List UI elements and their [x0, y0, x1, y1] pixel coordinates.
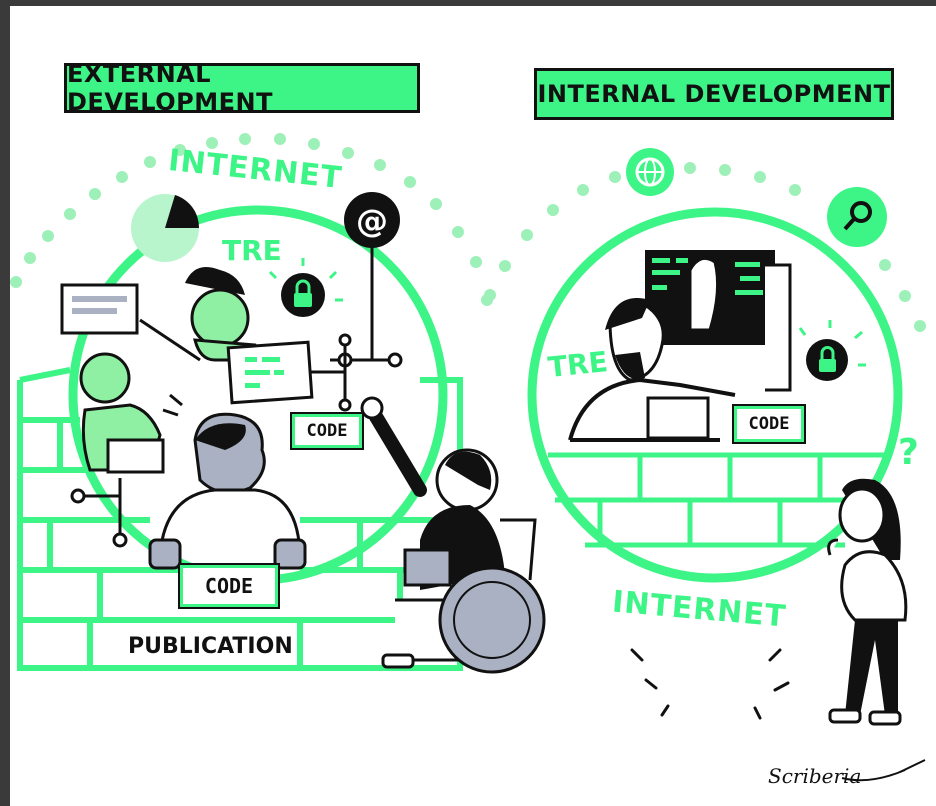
signature: Scriberia: [768, 764, 862, 788]
right-title-box: INTERNAL DEVELOPMENT: [534, 68, 894, 120]
right-tre-circle: [527, 207, 903, 583]
right-title: INTERNAL DEVELOPMENT: [537, 80, 891, 108]
person-central: [148, 393, 307, 570]
left-internet-dots: [10, 133, 496, 301]
publication-label: PUBLICATION: [128, 634, 293, 659]
disconnect-dashes: [630, 648, 790, 720]
person-thinking: [827, 478, 908, 726]
person-wheelchair: [360, 396, 546, 674]
left-code-outer: CODE: [204, 574, 254, 598]
signature-flourish: [841, 759, 926, 782]
lock-icon: [798, 320, 866, 381]
left-tre-label: TRE: [222, 234, 282, 267]
right-code-box: CODE: [732, 404, 806, 444]
right-code: CODE: [748, 414, 790, 434]
right-brick-wall: [548, 452, 885, 548]
lock-icon: [268, 258, 343, 317]
person-green-left: [79, 352, 165, 474]
left-title: EXTERNAL DEVELOPMENT: [67, 60, 273, 116]
left-code-inner: CODE: [306, 421, 348, 441]
person-bearded: [568, 298, 736, 442]
at-sign-icon: @: [330, 192, 403, 368]
pie-chart-icon: [131, 194, 200, 262]
globe-icon: [626, 148, 674, 196]
question-mark: ?: [898, 432, 919, 473]
left-code-inner-box: CODE: [290, 412, 364, 450]
right-internet-dots: [481, 162, 926, 332]
svg-text:@: @: [356, 202, 388, 240]
left-title-box: EXTERNAL DEVELOPMENT: [64, 60, 420, 116]
right-tre-label: TRE: [546, 344, 610, 385]
screen-card: [60, 283, 201, 362]
network-connector: [70, 478, 128, 548]
monitor-icon: [645, 250, 792, 392]
left-code-outer-box: CODE: [178, 563, 280, 609]
person-bun-laptop: [185, 266, 352, 412]
search-icon: [827, 187, 887, 247]
